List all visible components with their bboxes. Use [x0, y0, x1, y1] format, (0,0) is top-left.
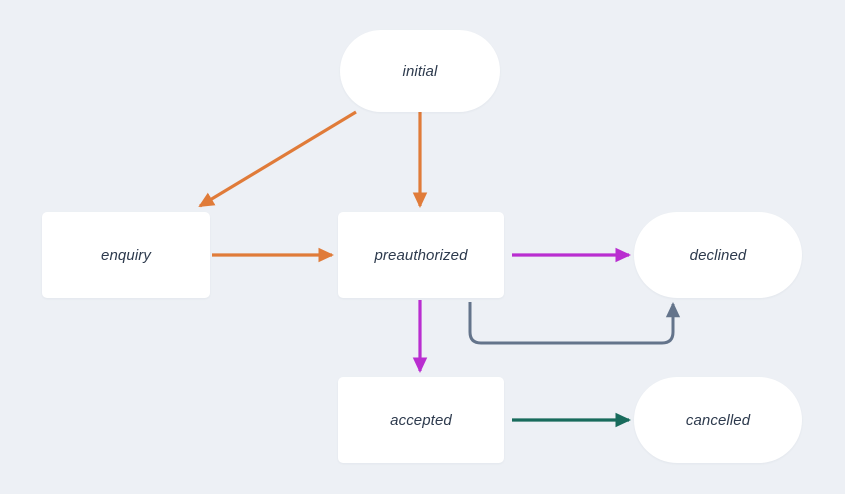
state-node-cancelled[interactable]: cancelled: [634, 377, 802, 463]
state-node-enquiry[interactable]: enquiry: [42, 212, 210, 298]
state-node-accepted[interactable]: accepted: [338, 377, 504, 463]
state-node-label: preauthorized: [374, 246, 468, 264]
edge-initial-to-enquiry[interactable]: [198, 110, 357, 208]
edge-preauthorized-to-declined-return[interactable]: [468, 302, 681, 345]
state-node-label: declined: [689, 246, 747, 264]
state-node-initial[interactable]: initial: [340, 30, 500, 112]
state-node-label: enquiry: [101, 246, 151, 264]
state-node-label: accepted: [390, 411, 452, 429]
state-node-preauthorized[interactable]: preauthorized: [338, 212, 504, 298]
state-node-label: initial: [402, 62, 438, 80]
state-node-declined[interactable]: declined: [634, 212, 802, 298]
state-node-label: cancelled: [685, 411, 751, 429]
